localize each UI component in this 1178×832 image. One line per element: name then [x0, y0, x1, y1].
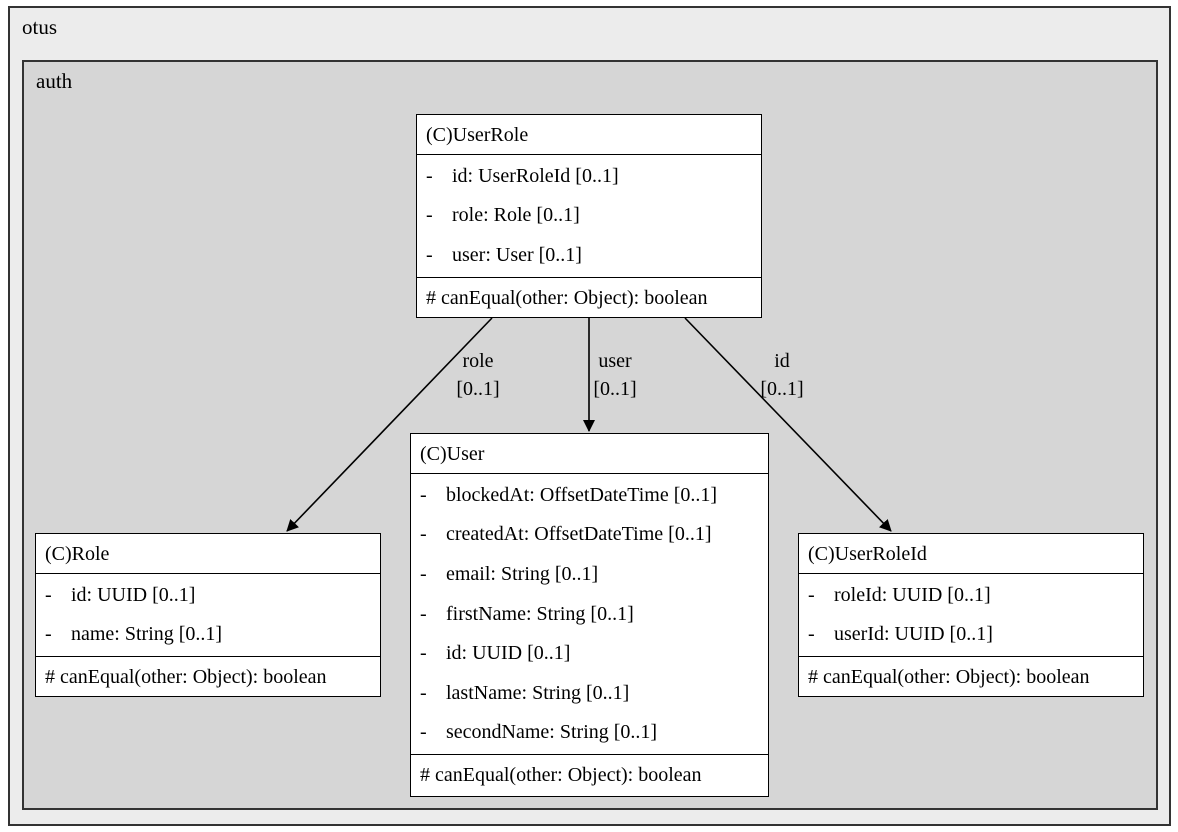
package-label-otus: otus	[22, 15, 58, 39]
class-title: (C)Role	[36, 534, 380, 574]
visibility-marker: -	[45, 623, 52, 646]
field-text: user: User [0..1]	[452, 243, 582, 266]
edge-id-multiplicity: [0..1]	[760, 378, 804, 400]
edge-label-role: role [0..1]	[448, 347, 508, 403]
class-fields: -id: UUID [0..1] -name: String [0..1]	[36, 574, 380, 658]
class-field: -user: User [0..1]	[417, 235, 761, 275]
edge-user-multiplicity: [0..1]	[593, 378, 637, 400]
class-field: -id: UUID [0..1]	[36, 575, 380, 615]
package-label-auth: auth	[36, 69, 73, 93]
class-field: -lastName: String [0..1]	[411, 673, 768, 713]
visibility-marker: -	[808, 623, 815, 646]
class-method: # canEqual(other: Object): boolean	[45, 666, 327, 689]
edge-label-id: id [0..1]	[752, 347, 812, 403]
class-title: (C)UserRole	[417, 115, 761, 155]
class-field: -id: UUID [0..1]	[411, 633, 768, 673]
edge-label-user: user [0..1]	[585, 347, 645, 403]
field-text: id: UserRoleId [0..1]	[452, 164, 619, 187]
class-fields: -roleId: UUID [0..1] -userId: UUID [0..1…	[799, 574, 1143, 658]
class-field: -roleId: UUID [0..1]	[799, 575, 1143, 615]
visibility-marker: -	[420, 602, 427, 625]
visibility-marker: -	[420, 483, 427, 506]
class-userroleid: (C)UserRoleId -roleId: UUID [0..1] -user…	[798, 533, 1144, 697]
edge-role-name: role	[462, 350, 494, 372]
field-text: blockedAt: OffsetDateTime [0..1]	[446, 483, 718, 506]
class-fields: -blockedAt: OffsetDateTime [0..1] -creat…	[411, 474, 768, 756]
field-text: id: UUID [0..1]	[71, 583, 196, 606]
visibility-marker: -	[426, 204, 433, 227]
class-role: (C)Role -id: UUID [0..1] -name: String […	[35, 533, 381, 697]
visibility-marker: -	[808, 583, 815, 606]
field-text: name: String [0..1]	[71, 623, 223, 646]
class-method: # canEqual(other: Object): boolean	[426, 286, 708, 309]
class-user: (C)User -blockedAt: OffsetDateTime [0..1…	[410, 433, 769, 797]
class-field: -firstName: String [0..1]	[411, 594, 768, 634]
visibility-marker: -	[420, 642, 427, 665]
visibility-marker: -	[420, 721, 427, 744]
class-method: # canEqual(other: Object): boolean	[420, 764, 702, 787]
class-userrole: (C)UserRole -id: UserRoleId [0..1] -role…	[416, 114, 762, 318]
class-title: (C)UserRoleId	[799, 534, 1143, 574]
field-text: id: UUID [0..1]	[446, 642, 571, 665]
edge-role-multiplicity: [0..1]	[456, 378, 500, 400]
field-text: role: Role [0..1]	[452, 204, 580, 227]
class-field: -id: UserRoleId [0..1]	[417, 156, 761, 196]
visibility-marker: -	[426, 164, 433, 187]
visibility-marker: -	[45, 583, 52, 606]
field-text: userId: UUID [0..1]	[834, 623, 993, 646]
class-field: -email: String [0..1]	[411, 554, 768, 594]
field-text: secondName: String [0..1]	[446, 721, 658, 744]
class-field: -createdAt: OffsetDateTime [0..1]	[411, 515, 768, 555]
class-method: # canEqual(other: Object): boolean	[808, 666, 1090, 689]
field-text: email: String [0..1]	[446, 562, 599, 585]
class-field: -name: String [0..1]	[36, 615, 380, 655]
field-text: roleId: UUID [0..1]	[834, 583, 991, 606]
visibility-marker: -	[420, 523, 427, 546]
class-field: -blockedAt: OffsetDateTime [0..1]	[411, 475, 768, 515]
field-text: firstName: String [0..1]	[446, 602, 634, 625]
class-field: -role: Role [0..1]	[417, 196, 761, 236]
field-text: createdAt: OffsetDateTime [0..1]	[446, 523, 712, 546]
class-field: -secondName: String [0..1]	[411, 713, 768, 753]
class-fields: -id: UserRoleId [0..1] -role: Role [0..1…	[417, 155, 761, 278]
edge-user-name: user	[598, 350, 632, 372]
edge-id-name: id	[774, 350, 790, 372]
field-text: lastName: String [0..1]	[446, 681, 630, 704]
visibility-marker: -	[420, 681, 427, 704]
class-title: (C)User	[411, 434, 768, 474]
visibility-marker: -	[420, 562, 427, 585]
visibility-marker: -	[426, 243, 433, 266]
class-field: -userId: UUID [0..1]	[799, 615, 1143, 655]
